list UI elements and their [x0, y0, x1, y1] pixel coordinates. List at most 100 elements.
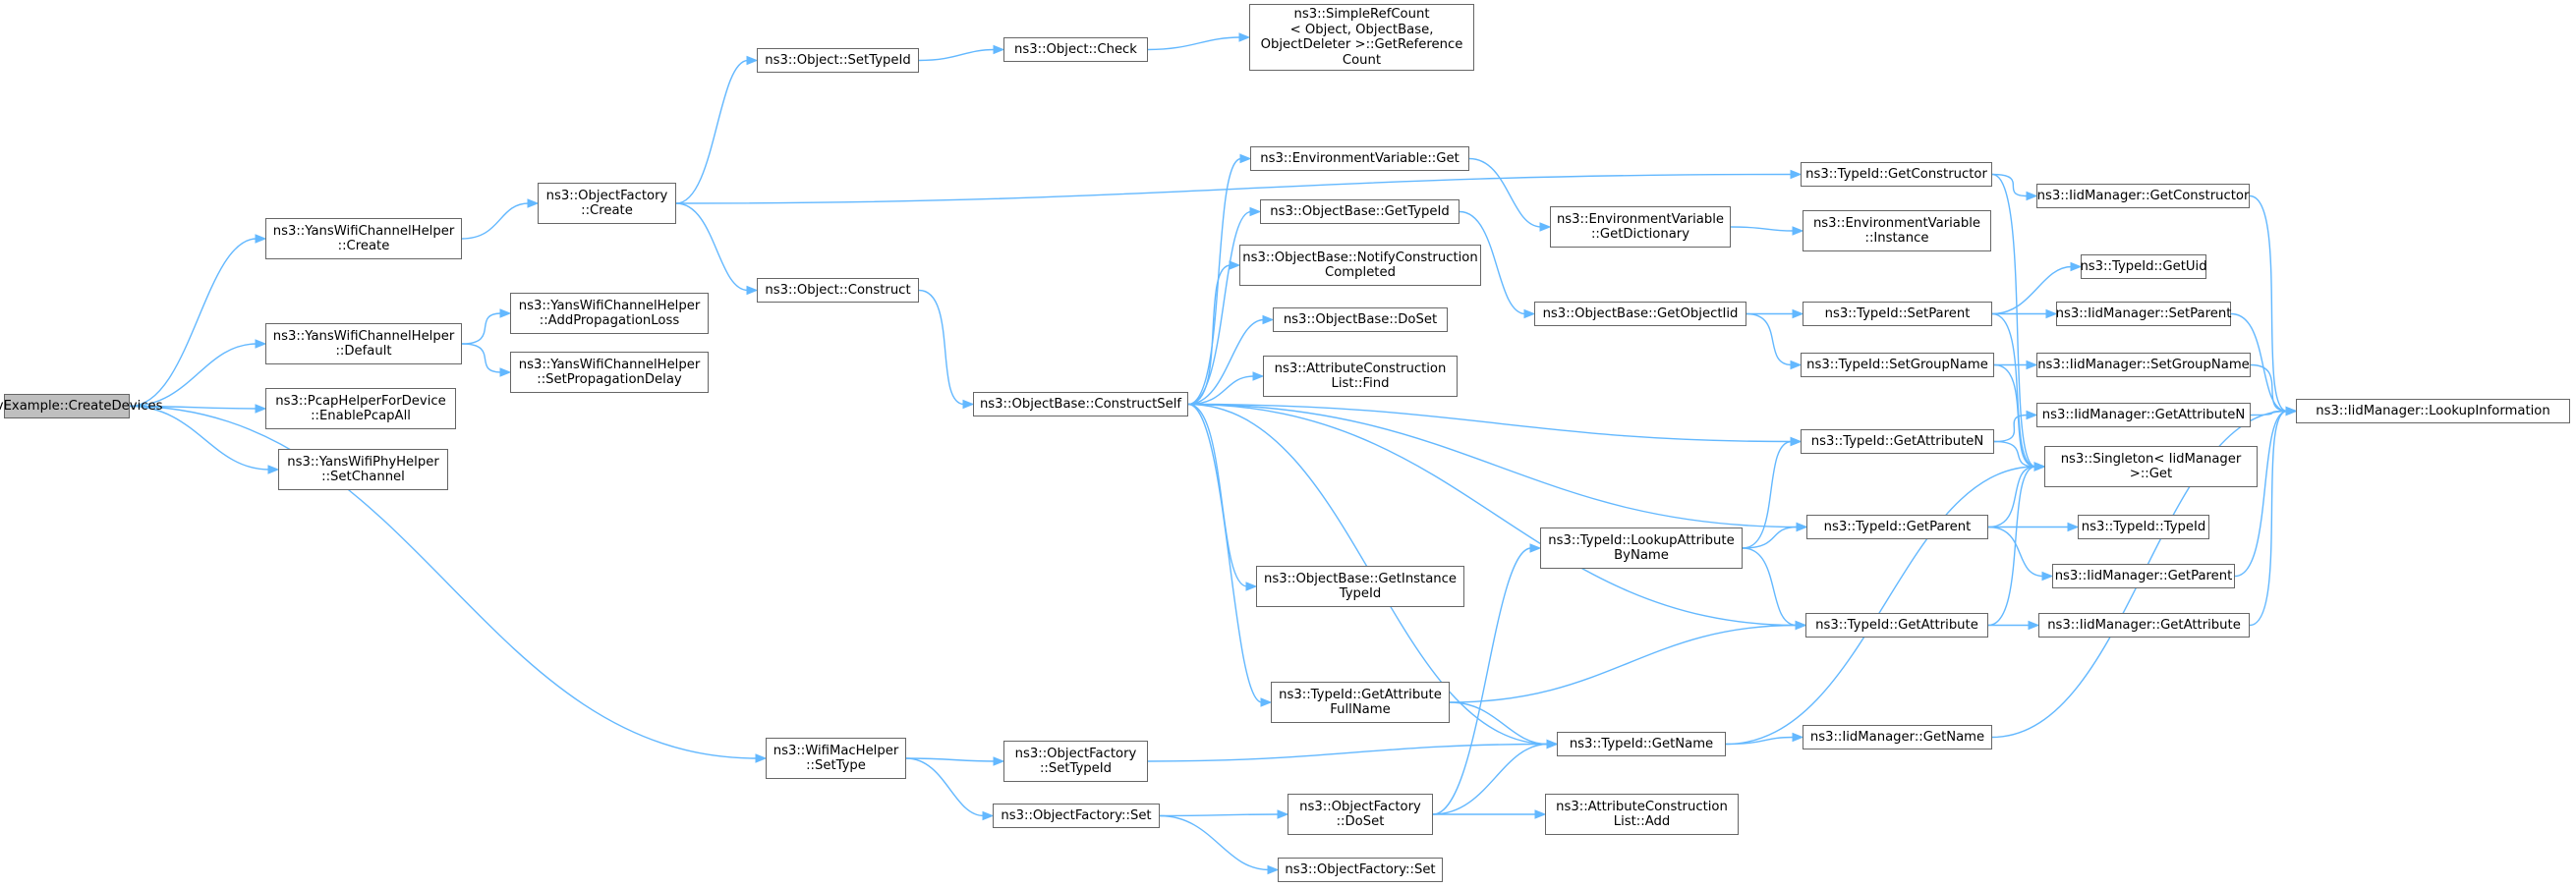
call-edge-arrowhead	[255, 339, 267, 349]
function-node[interactable]: ns3::TypeId::GetConstructor	[1801, 162, 1992, 187]
function-node[interactable]: ns3::TypeId::GetParent	[1806, 515, 1988, 539]
call-edge-arrowhead	[1795, 620, 1807, 631]
call-edge	[1159, 814, 1270, 871]
call-edge-arrowhead	[1523, 308, 1536, 319]
call-edge	[1187, 157, 1242, 406]
call-edge	[918, 289, 965, 406]
call-edge-arrowhead	[1792, 308, 1804, 319]
function-node[interactable]: ns3::IidManager::GetAttribute	[2038, 613, 2250, 638]
call-edge	[461, 202, 530, 240]
function-node[interactable]: ns3::Singleton< IidManager >::Get	[2044, 446, 2258, 487]
call-edge-arrowhead	[1239, 153, 1252, 164]
call-edge-arrowhead	[1790, 360, 1803, 370]
function-node[interactable]: ns3::YansWifiPhyHelper::SetChannel	[278, 449, 448, 490]
function-node[interactable]: ns3::IidManager::LookupInformation	[2296, 399, 2570, 423]
function-node[interactable]: ns3::ObjectBase::GetTypeId	[1260, 199, 1460, 224]
function-node[interactable]: ns3::TypeId::GetAttribute	[1805, 613, 1988, 638]
function-node[interactable]: ns3::EnvironmentVariable::GetDictionary	[1550, 206, 1731, 248]
call-edge	[1993, 414, 2029, 443]
function-node-label: ns3::IidManager::SetGroupName	[2037, 357, 2250, 372]
call-edge-arrowhead	[1796, 522, 1808, 532]
function-node[interactable]: ns3::Object::Check	[1003, 37, 1148, 62]
call-edge	[129, 405, 758, 759]
function-node[interactable]: ns3::YansWifiChannelHelper::AddPropagati…	[510, 293, 709, 334]
call-edge-arrowhead	[2026, 410, 2038, 420]
function-node[interactable]: ns3::TypeId::SetGroupName	[1801, 353, 1994, 377]
function-node[interactable]: ns3::ObjectBase::ConstructSelf	[973, 392, 1188, 416]
call-edge	[2234, 410, 2288, 578]
function-node-label: ns3::Object::Construct	[765, 282, 911, 298]
call-edge-arrowhead	[1792, 226, 1804, 236]
function-node-label: ns3::ObjectFactory	[1299, 799, 1421, 814]
function-node[interactable]: ns3::ObjectBase::GetObjectIid	[1534, 302, 1746, 326]
call-edge	[918, 48, 996, 62]
call-edge	[1993, 363, 2036, 468]
call-edge	[2250, 410, 2288, 416]
function-node[interactable]: ns3::IidManager::SetGroupName	[2036, 353, 2251, 377]
function-node[interactable]: ns3::TypeId::GetAttributeN	[1801, 429, 1994, 454]
call-edge	[1746, 312, 1793, 366]
call-edge-arrowhead	[1792, 732, 1804, 743]
call-edge-arrowhead	[255, 234, 267, 244]
function-node-label: ::DoSet	[1336, 814, 1385, 829]
function-node[interactable]: ns3::TypeId::SetParent	[1803, 302, 1992, 326]
function-node[interactable]: ns3::YansWifiChannelHelper::SetPropagati…	[510, 352, 709, 393]
function-node-label: ns3::TypeId::GetUid	[2080, 258, 2207, 274]
call-edge-arrowhead	[1277, 809, 1289, 819]
function-node-label: ns3::ObjectFactory::Set	[1001, 807, 1152, 823]
function-node[interactable]: ns3::WifiMacHelper::SetType	[766, 738, 906, 779]
function-node[interactable]: ns3::Object::SetTypeId	[757, 48, 919, 73]
function-node[interactable]: ns3::TypeId::GetUid	[2080, 254, 2207, 279]
call-edge-arrowhead	[746, 55, 759, 66]
call-edge	[1187, 403, 1263, 703]
function-node[interactable]: ns3::EnvironmentVariable::Instance	[1803, 210, 1991, 251]
call-edge	[129, 343, 258, 408]
function-node-label: ns3::AttributeConstruction	[1556, 799, 1728, 814]
function-node-label: ::Create	[581, 203, 633, 218]
function-node-label: ns3::ObjectBase::ConstructSelf	[979, 396, 1182, 412]
function-node[interactable]: ns3::IidManager::SetParent	[2056, 302, 2231, 326]
function-node[interactable]: ns3::PcapHelperForDevice::EnablePcapAll	[265, 388, 456, 429]
function-node[interactable]: ns3::ObjectFactory::DoSet	[1288, 794, 1433, 835]
function-node[interactable]: ns3::IidManager::GetAttributeN	[2036, 403, 2251, 427]
function-node-label: ns3::AttributeConstruction	[1274, 361, 1447, 376]
call-edge-arrowhead	[2033, 462, 2046, 472]
call-edge-arrowhead	[2045, 308, 2058, 319]
function-node-label: ns3::ObjectBase::GetObjectIid	[1542, 305, 1739, 321]
function-node[interactable]: ns3::IidManager::GetConstructor	[2036, 184, 2250, 208]
call-edge-arrowhead	[499, 308, 512, 318]
function-node[interactable]: ns3::TypeId::GetName	[1557, 732, 1726, 756]
function-node[interactable]: ns3::ObjectFactory::SetTypeId	[1003, 741, 1148, 782]
call-edge	[1991, 173, 2029, 197]
function-node[interactable]: ns3::ObjectFactory::Set	[993, 804, 1160, 828]
function-node-label: ns3::TypeId::TypeId	[2081, 519, 2206, 534]
function-node-label: ns3::EnvironmentVariable::Get	[1260, 150, 1460, 166]
function-node-label: ns3::ObjectFactory::Set	[1285, 861, 1436, 877]
function-node[interactable]: ns3::YansWifiChannelHelper::Default	[265, 323, 462, 364]
function-node[interactable]: ns3::IidManager::GetName	[1803, 725, 1992, 749]
call-edge	[1725, 466, 2036, 746]
function-node[interactable]: ns3::SimpleRefCount< Object, ObjectBase,…	[1249, 4, 1474, 71]
function-node[interactable]: ns3::IidManager::GetParent	[2052, 564, 2235, 588]
function-node[interactable]: ns3::Object::Construct	[757, 278, 919, 303]
call-edge	[1742, 440, 1793, 549]
function-node-label: ns3::IidManager::GetParent	[2054, 568, 2233, 583]
function-node[interactable]: ns3::ObjectFactory::Set	[1278, 858, 1443, 882]
call-edge	[2249, 410, 2288, 627]
function-node[interactable]: ns3::EnvironmentVariable::Get	[1250, 146, 1469, 171]
function-node[interactable]: ns3::YansWifiChannelHelper::Create	[265, 218, 462, 259]
function-node[interactable]: ns3::TypeId::TypeId	[2078, 515, 2209, 539]
function-node-label: ns3::TypeId::GetParent	[1823, 519, 1972, 534]
function-node[interactable]: ns3::ObjectFactory::Create	[538, 183, 676, 224]
function-node-label: ::GetDictionary	[1590, 227, 1690, 242]
function-node[interactable]: ns3::ObjectBase::DoSet	[1273, 307, 1448, 332]
function-node-label: ::Default	[335, 344, 392, 359]
call-edge-arrowhead	[755, 753, 768, 763]
